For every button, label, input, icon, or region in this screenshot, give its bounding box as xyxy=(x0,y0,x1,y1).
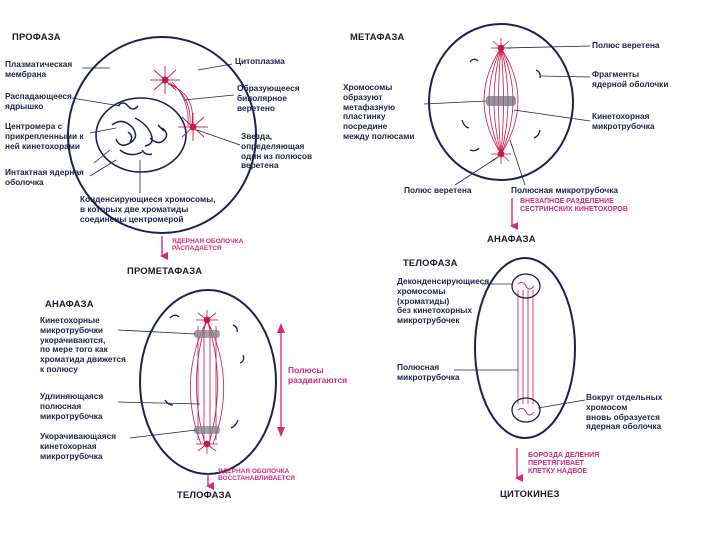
label-polar-mt-metaphase: Полюсная микротрубочка xyxy=(511,185,618,195)
label-metaphase-plate: Хромосомы образуют метафазную пластинку … xyxy=(343,82,415,141)
anaphase-envelope-fragments xyxy=(164,314,245,429)
label-nuclear-envelope: Интактная ядерная оболочка xyxy=(5,167,84,187)
prophase-cell xyxy=(67,36,257,234)
anaphase-leader-lines xyxy=(117,329,201,439)
label-aster: Звезда, определяющая один из полюсов вер… xyxy=(241,131,313,171)
telophase-bottom-title: ТЕЛОФАЗА xyxy=(177,489,232,500)
telophase-plasma-membrane xyxy=(474,257,576,439)
prophase-chromosomes xyxy=(111,117,168,156)
telophase-leader-lines xyxy=(454,283,586,409)
metaphase-pole-top xyxy=(491,38,511,52)
telophase-nucleus-top xyxy=(511,273,541,299)
note-envelope-restores: ЯДЕРНАЯ ОБОЛОЧКА ВОССТАНАВЛИВАЕТСЯ xyxy=(218,468,295,483)
telophase-title: ТЕЛОФАЗА xyxy=(403,257,458,268)
note-sister-separation: ВНЕЗАПНОЕ РАЗДЕЛЕНИЕ СЕСТРИНСКИХ КИНЕТОХ… xyxy=(520,198,628,214)
anaphase-cell xyxy=(117,289,285,475)
label-kinetochore-shortening: Кинетохорные микротрубочки укорачиваются… xyxy=(40,315,126,374)
metaphase-title: МЕТАФАЗА xyxy=(350,31,405,42)
label-polar-mt-telophase: Полюсная микротрубочка xyxy=(397,362,460,382)
metaphase-plasma-membrane xyxy=(428,23,574,181)
prophase-nucleus xyxy=(95,97,187,173)
label-spindle-pole-bottom: Полюс веретена xyxy=(404,185,472,195)
note-cleavage-furrow: БОРОЗДА ДЕЛЕНИЯ ПЕРЕТЯГИВАЕТ КЛЕТКУ НАДВ… xyxy=(528,452,600,476)
label-spindle-pole-top: Полюс веретена xyxy=(592,40,660,50)
label-envelope-fragments: Фрагменты ядерной оболочки xyxy=(592,69,669,89)
label-new-envelope: Вокруг отдельных хромосом вновь образует… xyxy=(586,392,663,432)
anaphase-top-title: АНАФАЗА xyxy=(487,233,536,244)
label-kinetochore-mt: Кинетохорная микротрубочка xyxy=(592,111,655,131)
anaphase-pole-top xyxy=(196,310,218,324)
label-cytoplasm: Цитоплазма xyxy=(235,56,285,66)
anaphase-chromatids-top xyxy=(194,330,220,338)
anaphase-chromatids-bottom xyxy=(194,426,220,434)
telophase-nucleus-bottom xyxy=(511,397,541,423)
prophase-spindle xyxy=(167,81,193,127)
prophase-title: ПРОФАЗА xyxy=(12,31,61,42)
label-nucleolus: Распадающееся ядрышко xyxy=(5,91,72,111)
note-envelope-breaks: ЯДЕРНАЯ ОБОЛОЧКА РАСПАДАЕТСЯ xyxy=(172,238,244,253)
telophase-polar-mt xyxy=(517,290,534,404)
prometaphase-title: ПРОМЕТАФАЗА xyxy=(127,265,203,276)
metaphase-envelope-fragments xyxy=(461,58,541,152)
metaphase-pole-bottom xyxy=(491,150,511,164)
prophase-aster-bottom xyxy=(178,113,208,141)
label-polar-lengthening: Удлиняющаяся полюсная микротрубочка xyxy=(40,391,104,421)
prophase-aster-top xyxy=(150,66,180,94)
anaphase-title: АНАФАЗА xyxy=(45,298,94,309)
metaphase-plate xyxy=(486,96,516,106)
label-decondensing: Деконденсирующиеся хромосомы (хроматиды)… xyxy=(397,276,490,326)
poles-separating-arrow xyxy=(277,323,285,437)
prophase-plasma-membrane xyxy=(67,36,257,234)
metaphase-leader-lines xyxy=(423,45,591,186)
label-bipolar-spindle: Образующееся биполярное веретено xyxy=(237,83,300,113)
metaphase-cell xyxy=(423,23,591,186)
cytokinesis-title: ЦИТОКИНЕЗ xyxy=(500,488,560,499)
anaphase-spindle xyxy=(189,319,225,445)
label-centromere: Центромера с прикрепленными к ней кинето… xyxy=(5,121,84,151)
prophase-nucleolus xyxy=(117,102,139,110)
prophase-leader-lines xyxy=(71,63,241,193)
note-poles-separating: Полюсы раздвигаются xyxy=(288,365,348,385)
telophase-cell xyxy=(454,257,586,439)
label-kinetochore-short: Укорачивающаяся кинетохорная микротрубоч… xyxy=(40,431,117,461)
anaphase-pole-bottom xyxy=(196,440,218,454)
label-condensing-chromosomes: Конденсирующиеся хромосомы, в которых дв… xyxy=(80,194,216,224)
label-plasma-membrane: Плазматическая мембрана xyxy=(5,59,73,79)
